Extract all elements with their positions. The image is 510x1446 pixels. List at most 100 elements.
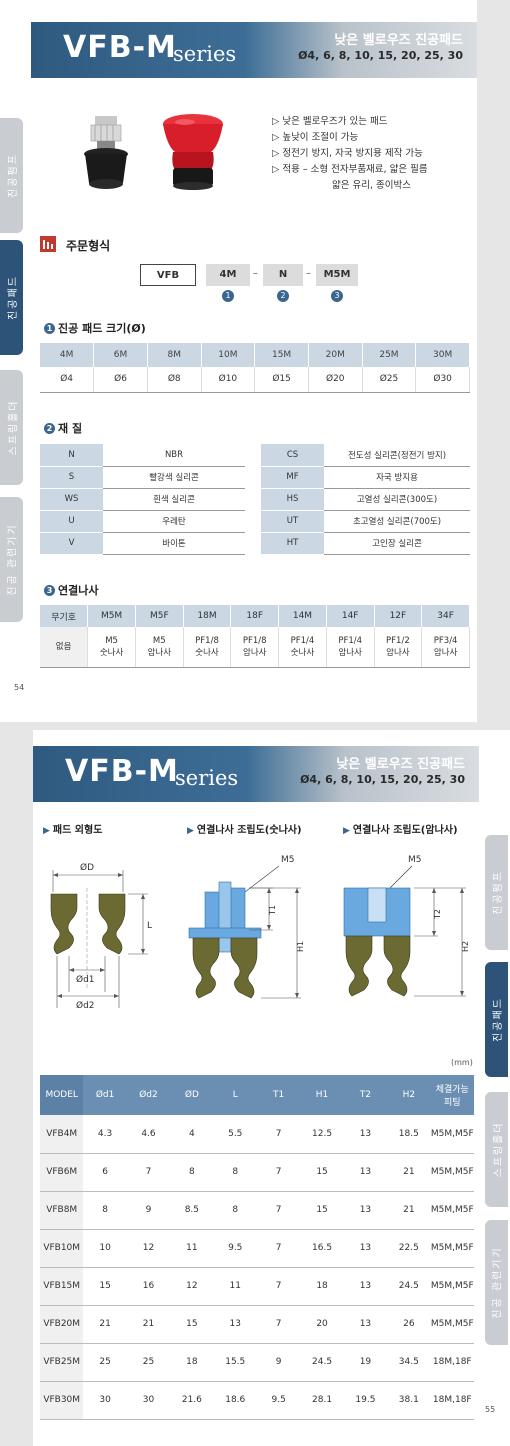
table-header-cell: 14M: [278, 605, 327, 627]
pad-size-table: 4M 6M 8M 10M 15M 20M 25M 30M Ø4 Ø6 Ø8 Ø1…: [40, 343, 470, 393]
feature-item: ▷ 높낮이 조절이 가능: [272, 132, 359, 143]
male-thread-assembly-drawing: M5 T1 H1: [188, 855, 305, 999]
cell-line: PF3/4: [433, 635, 458, 646]
side-tab-vacuum-equipment[interactable]: 진공 관련기기: [485, 1220, 508, 1345]
table-cell: 38.1: [387, 1381, 431, 1420]
order-code-size: 4M: [206, 264, 250, 286]
pad-outline-drawing: ØD L Ød1 Ød2: [50, 862, 152, 1011]
product-sizes: Ø4, 6, 8, 10, 15, 20, 25, 30: [298, 49, 463, 62]
table-cell: 25M: [362, 343, 417, 367]
table-cell: 고열성 실리콘(300도): [324, 488, 470, 511]
table-cell: 12: [170, 1267, 214, 1306]
feature-list: ▷ 낮은 벨로우즈가 있는 패드 ▷ 높낮이 조절이 가능 ▷ 정전기 방지, …: [272, 114, 428, 194]
cell-line: PF1/8: [242, 635, 267, 646]
catalog-page-54: VFB-M series 낮은 벨로우즈 진공패드 Ø4, 6, 8, 10, …: [0, 0, 477, 722]
cell-line: 숫나사: [195, 647, 219, 658]
table-header-cell: H2: [387, 1075, 431, 1115]
table-cell: 초고열성 실리콘(700도): [324, 510, 470, 533]
table-header-cell: M5M: [87, 605, 136, 627]
order-format-title: 주문형식: [66, 239, 111, 253]
side-tab-spring-holder[interactable]: 스프링홀더: [0, 370, 23, 485]
table-cell: M5M,M5F: [430, 1229, 474, 1268]
table-cell: 21: [83, 1305, 127, 1344]
feature-item: ▷ 적용 – 소형 전자부품재료, 얇은 필름: [272, 164, 428, 175]
side-tab-spring-holder[interactable]: 스프링홀더: [485, 1092, 508, 1207]
table-cell: 15: [300, 1153, 344, 1192]
side-tab-vacuum-equipment[interactable]: 진공 관련기기: [0, 497, 23, 622]
table-cell: HT: [261, 532, 324, 555]
page-header: VFB-M series 낮은 벨로우즈 진공패드 Ø4, 6, 8, 10, …: [33, 746, 479, 802]
table-cell: 자국 방지용: [324, 466, 470, 489]
table-header-cell: 34F: [421, 605, 470, 627]
dim-label-d1: Ød1: [76, 974, 95, 985]
series-word: series: [173, 42, 237, 66]
table-cell: 흰색 실리콘: [103, 488, 245, 511]
series-logo: VFB-M: [65, 754, 179, 789]
table-cell: Ø8: [147, 367, 202, 393]
side-tab-vacuum-pad[interactable]: 진공패드: [485, 962, 508, 1077]
table-cell: 우레탄: [103, 510, 245, 533]
cell-line: PF1/2: [386, 635, 410, 646]
table-cell: VFB25M: [40, 1343, 84, 1382]
page-number: 55: [485, 1405, 496, 1414]
order-code-series: VFB: [140, 264, 196, 286]
table-cell: 4: [170, 1115, 214, 1154]
table-cell: 전도성 실리콘(정전기 방지): [324, 444, 470, 467]
table-cell: 20: [300, 1305, 344, 1344]
table-cell: 8M: [147, 343, 202, 367]
table-cell: 30M: [415, 343, 470, 367]
table-cell: 13: [343, 1229, 388, 1268]
table-cell: 18M,18F: [430, 1343, 474, 1382]
table-cell: M5M,M5F: [430, 1267, 474, 1306]
table-cell: 16: [126, 1267, 171, 1306]
table-cell: Ø6: [93, 367, 148, 393]
table-cell: 34.5: [387, 1343, 431, 1382]
table-cell: 20M: [308, 343, 363, 367]
table-header-cell: H1: [300, 1075, 344, 1115]
table-cell: 12.5: [300, 1115, 344, 1154]
table-cell: VFB10M: [40, 1229, 84, 1268]
table-cell: WS: [40, 488, 103, 511]
table-header-cell: T1: [256, 1075, 301, 1115]
table-cell: 15: [83, 1267, 127, 1306]
feature-item: ▷ 낮은 벨로우즈가 있는 패드: [272, 116, 388, 127]
table-cell: 7: [256, 1305, 301, 1344]
table-cell: 바이톤: [103, 532, 245, 555]
table-cell: Ø30: [415, 367, 470, 393]
female-thread-assembly-drawing: M5 T2 H2: [343, 855, 470, 997]
table-cell: 9: [126, 1191, 171, 1230]
dim-label-od: ØD: [80, 862, 94, 873]
table-cell: 9.5: [213, 1229, 257, 1268]
table-cell: Ø15: [254, 367, 309, 393]
side-tab-vacuum-pad[interactable]: 진공패드: [0, 240, 23, 355]
feature-item: ▷ 정전기 방지, 자국 방지용 제작 가능: [272, 148, 423, 159]
table-cell: 15: [300, 1191, 344, 1230]
side-tab-vacuum-pump[interactable]: 진공펌프: [485, 835, 508, 950]
triangle-icon: ▶: [43, 826, 50, 836]
table-cell: M5M,M5F: [430, 1153, 474, 1192]
diagram-title-female: ▶연결나사 조립도(암나사): [343, 825, 458, 836]
product-sizes: Ø4, 6, 8, 10, 15, 20, 25, 30: [300, 773, 465, 786]
table-cell: 4M: [40, 343, 95, 367]
table-cell: 19: [343, 1343, 388, 1382]
table-cell: NBR: [103, 444, 245, 467]
cell-line: PF1/4: [290, 635, 315, 646]
table-cell: CS: [261, 444, 324, 467]
table-cell: 28.1: [300, 1381, 344, 1420]
side-tab-vacuum-pump[interactable]: 진공펌프: [0, 118, 23, 233]
table-cell: 21: [387, 1191, 431, 1230]
table-cell: 7: [256, 1115, 301, 1154]
table-header-cell: 12F: [374, 605, 423, 627]
